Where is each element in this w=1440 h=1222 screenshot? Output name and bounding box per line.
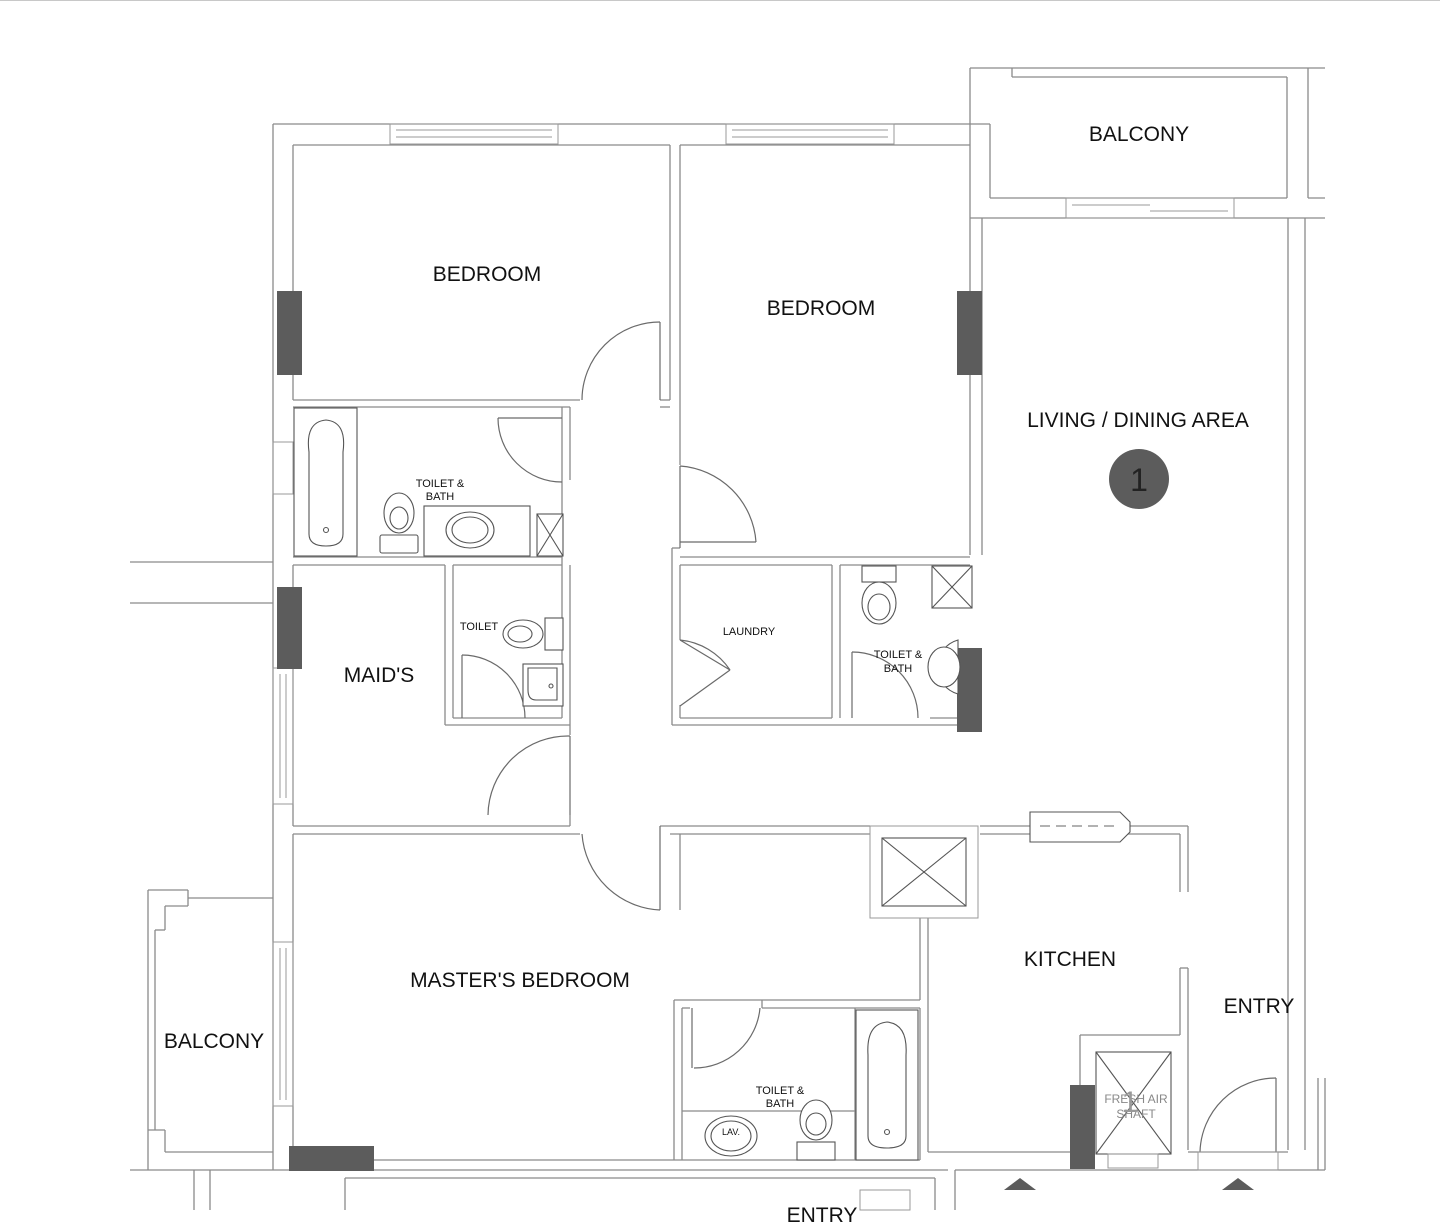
windows xyxy=(272,123,1235,1107)
view-marker: 1 xyxy=(1109,449,1169,509)
fixtures xyxy=(293,407,1254,1211)
label-toilet-bath-3-line2: BATH xyxy=(766,1098,795,1110)
label-toilet-bath-2-line2: BATH xyxy=(884,663,913,675)
label-fresh-air-line1: FRESH AIR xyxy=(1104,1092,1168,1106)
view-marker-number: 1 xyxy=(1130,462,1148,498)
label-bottom-cut: ENTRY xyxy=(787,1204,858,1222)
label-toilet-bath-3-line1: TOILET & xyxy=(756,1085,805,1097)
label-toilet: TOILET xyxy=(460,621,499,633)
label-balcony-left: BALCONY xyxy=(164,1030,264,1053)
label-maids: MAID'S xyxy=(344,664,415,687)
walls xyxy=(130,67,1326,1210)
label-shaft-marker: 1 xyxy=(1122,1086,1139,1119)
label-laundry: LAUNDRY xyxy=(723,626,776,638)
label-toilet-bath-2-line1: TOILET & xyxy=(874,649,923,661)
label-masters-bedroom: MASTER'S BEDROOM xyxy=(410,969,630,992)
label-kitchen: KITCHEN xyxy=(1024,948,1116,971)
label-living-dining: LIVING / DINING AREA xyxy=(1027,409,1249,432)
top-border-line xyxy=(0,0,1440,1)
label-bedroom-1: BEDROOM xyxy=(433,263,542,286)
label-toilet-bath-1-line1: TOILET & xyxy=(416,478,465,490)
label-toilet-bath-1-line2: BATH xyxy=(426,491,455,503)
room-labels: BEDROOM BEDROOM BALCONY LIVING / DINING … xyxy=(164,123,1295,1222)
columns xyxy=(277,291,1095,1171)
label-balcony-top: BALCONY xyxy=(1089,123,1189,146)
label-lav: LAV. xyxy=(722,1127,740,1137)
doors xyxy=(461,321,1279,1171)
label-entry: ENTRY xyxy=(1224,995,1295,1018)
label-fresh-air-line2: SHAFT xyxy=(1116,1107,1156,1121)
label-bedroom-2: BEDROOM xyxy=(767,297,876,320)
